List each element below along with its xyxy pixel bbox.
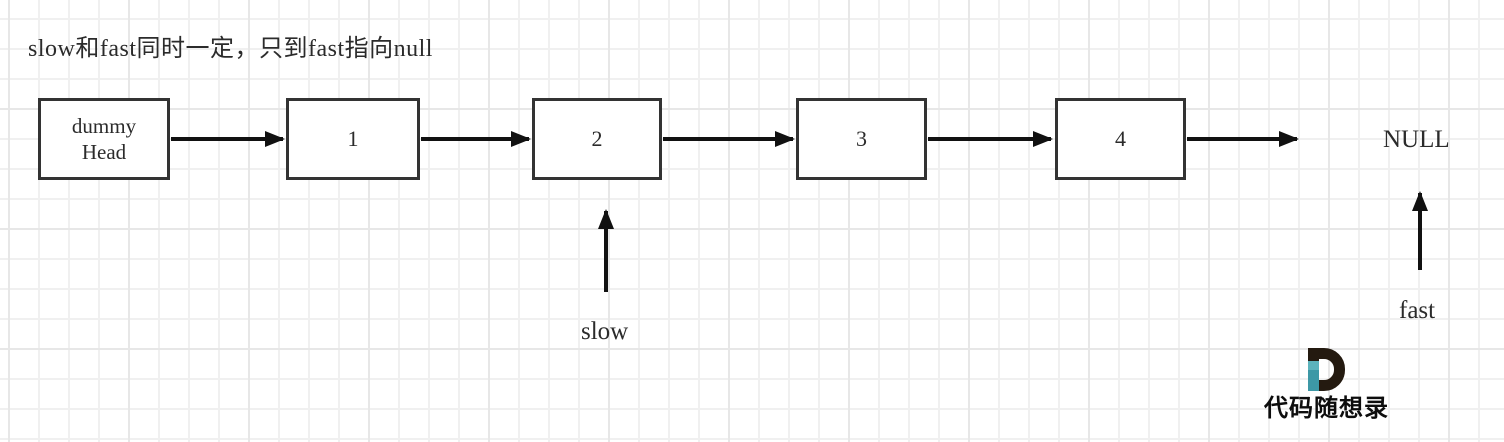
node-label: 2 bbox=[591, 126, 603, 152]
node-label: 1 bbox=[347, 126, 359, 152]
logo-d-teal-accent bbox=[1308, 361, 1319, 391]
node-label: 4 bbox=[1115, 126, 1126, 152]
list-node-4: 4 bbox=[1055, 98, 1186, 180]
node-label: 3 bbox=[856, 126, 867, 152]
annotation-text: slow和fast同时一定，只到fast指向null bbox=[28, 36, 433, 62]
logo-d-icon bbox=[1308, 348, 1345, 391]
list-node-3: 3 bbox=[796, 98, 927, 180]
list-node-2: 2 bbox=[532, 98, 662, 180]
fast-pointer-label: fast bbox=[1399, 297, 1436, 324]
dummy-head-node: dummy Head bbox=[38, 98, 170, 180]
node-label: dummy bbox=[71, 113, 137, 138]
logo-text: 代码随想录 bbox=[1264, 394, 1389, 422]
slow-pointer-label: slow bbox=[581, 318, 629, 345]
node-label: Head bbox=[81, 140, 127, 164]
null-terminator-label: NULL bbox=[1383, 126, 1450, 153]
list-node-1: 1 bbox=[286, 98, 420, 180]
code-thoughts-logo: 代码随想录 bbox=[1262, 346, 1402, 422]
